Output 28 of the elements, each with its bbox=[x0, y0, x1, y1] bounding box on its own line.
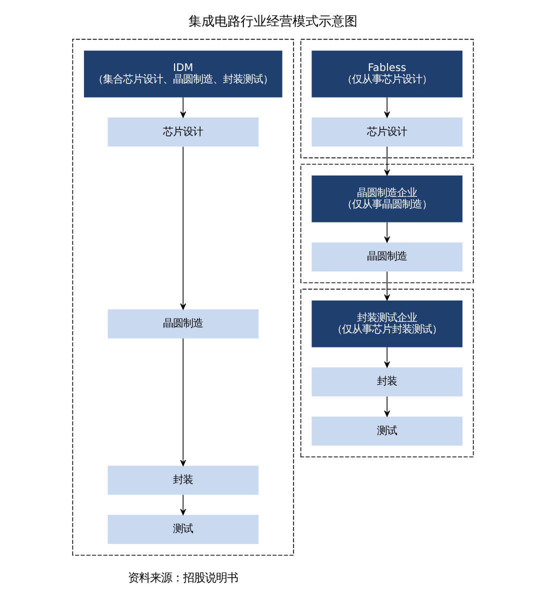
node-box: IDM （集合芯片设计、晶圆制造、封装测试） bbox=[84, 50, 282, 98]
cluster bbox=[72, 38, 294, 556]
node-box: 测试 bbox=[108, 514, 258, 544]
arrow bbox=[180, 146, 186, 310]
node-box: 晶圆制造 bbox=[312, 242, 462, 272]
arrow bbox=[384, 346, 390, 368]
diagram-title: 集成电路行业经营模式示意图 bbox=[188, 14, 358, 30]
arrow bbox=[180, 338, 186, 466]
arrow bbox=[384, 146, 390, 176]
arrow bbox=[180, 97, 186, 118]
node-box: 芯片设计 bbox=[108, 118, 258, 146]
arrow bbox=[180, 494, 186, 516]
cluster bbox=[300, 164, 474, 284]
node-box: 晶圆制造企业 （仅从事晶圆制造） bbox=[312, 176, 462, 222]
node-box: Fabless （仅从事芯片设计） bbox=[312, 50, 462, 98]
node-box: 封装 bbox=[108, 466, 258, 495]
cluster bbox=[300, 38, 474, 158]
node-box: 晶圆制造 bbox=[108, 309, 258, 338]
cluster bbox=[300, 288, 474, 458]
arrow bbox=[384, 396, 390, 417]
node-box: 封装 bbox=[312, 367, 462, 396]
arrow bbox=[384, 97, 390, 118]
arrow bbox=[384, 222, 390, 243]
arrow bbox=[384, 271, 390, 301]
node-box: 测试 bbox=[312, 416, 462, 446]
node-box: 芯片设计 bbox=[312, 118, 462, 146]
label: 资料来源：招股说明书 bbox=[128, 572, 238, 585]
node-box: 封装测试企业 （仅从事芯片封装测试） bbox=[312, 300, 462, 348]
